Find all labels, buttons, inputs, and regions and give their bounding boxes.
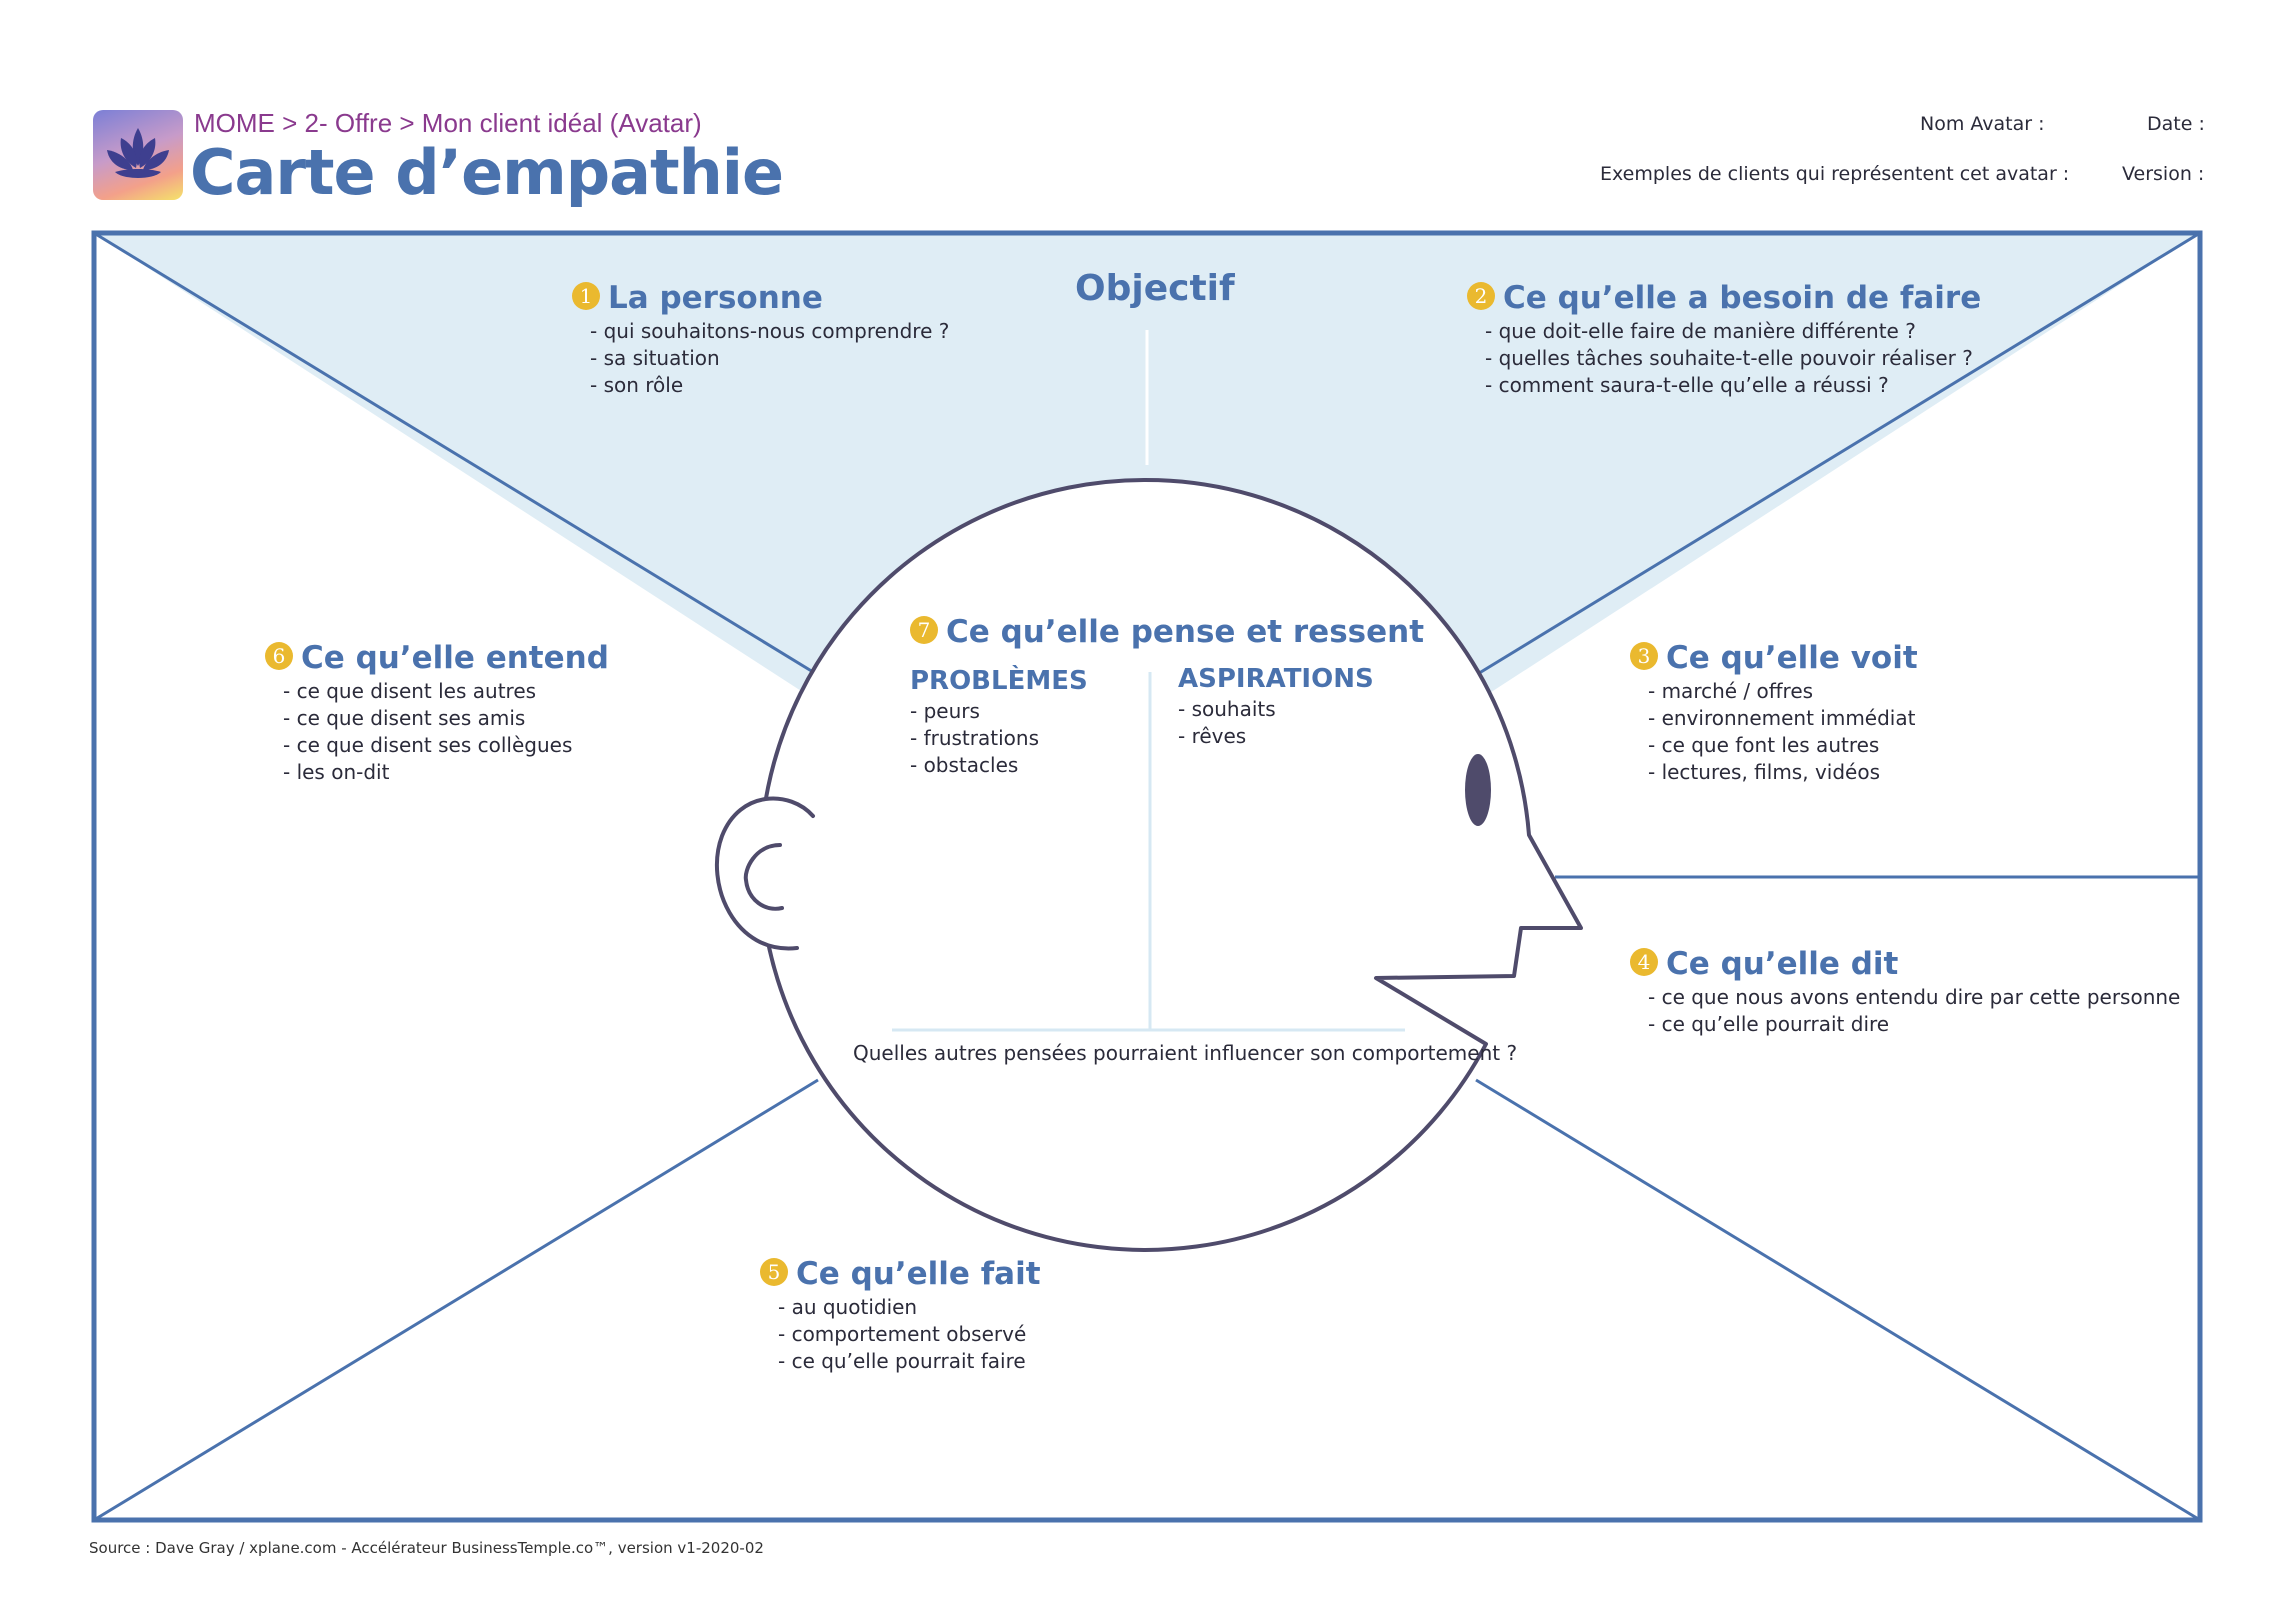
badge-5: 5 [760,1258,788,1286]
nom-avatar-label: Nom Avatar : [1920,113,2045,135]
exemples-clients-label: Exemples de clients qui représentent cet… [1600,163,2070,185]
section-la-personne: 1 La personne - qui souhaitons-nous comp… [572,280,949,399]
head-question: Quelles autres pensées pourraient influe… [853,1041,1518,1065]
badge-7: 7 [910,616,938,644]
list-item: - lectures, films, vidéos [1648,760,1880,784]
list-item: - frustrations [910,726,1039,750]
section-ce-qu-elle-fait: 5 Ce qu’elle fait - au quotidien - compo… [760,1256,1041,1375]
section-title-text: La personne [608,280,823,316]
list-item: - obstacles [910,753,1019,777]
section-title: 2 Ce qu’elle a besoin de faire [1467,280,1981,316]
list-item: - ce qu’elle pourrait dire [1648,1012,1890,1036]
list-item: - souhaits [1178,697,1276,721]
list-item: - ce que nous avons entendu dire par cet… [1648,985,2181,1009]
section-title-text: Ce qu’elle fait [796,1256,1041,1292]
diagonal-bottom-left [93,1078,819,1522]
list-item: - environnement immédiat [1648,706,1916,730]
badge-4: 4 [1630,948,1658,976]
ear-outer [715,796,815,951]
list-item: - les on-dit [283,760,390,784]
badge-1: 1 [572,282,600,310]
list-item: - au quotidien [778,1295,918,1319]
badge-6: 6 [265,642,293,670]
list-item: - ce que font les autres [1648,733,1880,757]
badge-2: 2 [1467,282,1495,310]
lotus-logo-icon [93,110,183,200]
section-title-text: Ce qu’elle dit [1666,946,1899,982]
section-title: 6 Ce qu’elle entend [265,640,609,676]
eye [1465,754,1491,826]
section-ce-qu-elle-voit: 3 Ce qu’elle voit - marché / offres - en… [1630,640,1918,786]
section-title-text: Ce qu’elle a besoin de faire [1503,280,1982,316]
section-title: 4 Ce qu’elle dit [1630,946,2180,982]
ear-inner [743,843,784,911]
section-title-text: Ce qu’elle entend [301,640,609,676]
version-label: Version : [2122,163,2205,185]
aspirations-title: ASPIRATIONS [1178,664,1374,694]
problemes-block: PROBLÈMES - peurs - frustrations - obsta… [910,666,1088,779]
section-besoin-de-faire: 2 Ce qu’elle a besoin de faire - que doi… [1467,280,1981,399]
section-title: 1 La personne [572,280,949,316]
list-item: - ce qu’elle pourrait faire [778,1349,1026,1373]
board-frame [91,230,2203,1523]
list-item: - son rôle [590,373,684,397]
list-item: - marché / offres [1648,679,1814,703]
list-item: - ce que disent ses collègues [283,733,573,757]
page-title: Carte d’empathie [190,136,784,209]
diagonal-top-left [93,231,819,677]
section-items: - ce que disent les autres - ce que dise… [283,678,609,786]
breadcrumb: MOME > 2- Offre > Mon client idéal (Avat… [194,108,702,138]
list-item: - rêves [1178,724,1247,748]
list-item: - que doit-elle faire de manière différe… [1485,319,1916,343]
section-items: - ce que nous avons entendu dire par cet… [1648,984,2180,1038]
section-title: 7 Ce qu’elle pense et ressent [910,614,1424,650]
section-items: - au quotidien - comportement observé - … [778,1294,1041,1375]
list-item: - peurs [910,699,980,723]
source-footer: Source : Dave Gray / xplane.com - Accélé… [89,1539,764,1557]
aspirations-items: - souhaits - rêves [1178,696,1374,750]
aspirations-block: ASPIRATIONS - souhaits - rêves [1178,664,1374,750]
section-ce-qu-elle-entend: 6 Ce qu’elle entend - ce que disent les … [265,640,609,786]
section-items: - que doit-elle faire de manière différe… [1485,318,1981,399]
diagonal-bottom-right [1475,1078,2201,1522]
problemes-title: PROBLÈMES [910,666,1088,696]
section-title: 3 Ce qu’elle voit [1630,640,1918,676]
list-item: - sa situation [590,346,720,370]
section-title: 5 Ce qu’elle fait [760,1256,1041,1292]
list-item: - comment saura-t-elle qu’elle a réussi … [1485,373,1889,397]
list-item: - ce que disent ses amis [283,706,526,730]
section-items: - marché / offres - environnement immédi… [1648,678,1918,786]
list-item: - quelles tâches souhaite-t-elle pouvoir… [1485,346,1973,370]
section-title-text: Ce qu’elle pense et ressent [946,614,1425,650]
problemes-items: - peurs - frustrations - obstacles [910,698,1088,779]
section-pense-et-ressent: 7 Ce qu’elle pense et ressent [910,614,1424,650]
section-items: - qui souhaitons-nous comprendre ? - sa … [590,318,949,399]
list-item: - qui souhaitons-nous comprendre ? [590,319,950,343]
badge-3: 3 [1630,642,1658,670]
section-ce-qu-elle-dit: 4 Ce qu’elle dit - ce que nous avons ent… [1630,946,2180,1038]
diagonal-top-right [1475,231,2201,677]
list-item: - comportement observé [778,1322,1027,1346]
list-item: - ce que disent les autres [283,679,537,703]
objectif-label: Objectif [1075,268,1235,309]
section-title-text: Ce qu’elle voit [1666,640,1918,676]
date-label: Date : [2147,113,2205,135]
